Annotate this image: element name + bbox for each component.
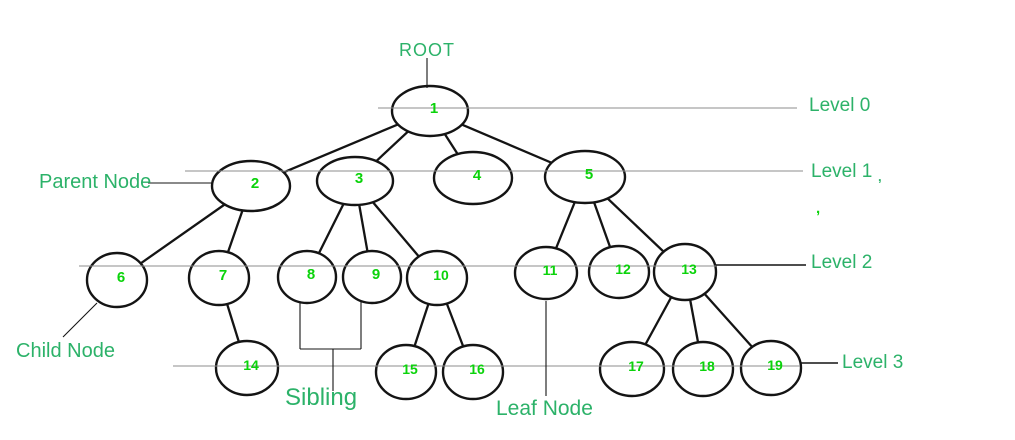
- tree-node-17-number: 17: [628, 358, 644, 374]
- tree-node-13: [652, 242, 718, 302]
- child-node-label: Child Node: [16, 340, 115, 362]
- tree-node-2-number: 2: [251, 175, 259, 192]
- tree-node-2: [210, 159, 292, 213]
- tree-node-4: [432, 150, 514, 206]
- tree-node-19-number: 19: [767, 357, 783, 373]
- sibling-label: Sibling: [285, 384, 358, 411]
- level-3-label: Level 3: [842, 352, 904, 373]
- stray-mark: ,: [816, 200, 821, 217]
- tree-node-16: [441, 343, 505, 401]
- leaf-node-label: Leaf Node: [496, 397, 593, 420]
- tree-node-12: [587, 244, 651, 300]
- tree-node-8: [276, 249, 338, 305]
- tree-node-16-number: 16: [469, 361, 485, 377]
- tree-node-3-number: 3: [355, 170, 363, 187]
- tree-node-1-number: 1: [430, 100, 438, 117]
- tree-node-17: [598, 340, 666, 398]
- tree-node-3: [315, 155, 395, 207]
- tree-node-11-number: 11: [543, 262, 558, 278]
- tree-node-11: [513, 245, 579, 301]
- child-pointer-line: [62, 302, 98, 338]
- tree-node-4-number: 4: [473, 167, 482, 184]
- tree-node-1: [390, 84, 470, 138]
- tree-node-8-number: 8: [307, 266, 315, 283]
- root-label: ROOT: [399, 40, 455, 60]
- tree-node-14: [214, 339, 280, 397]
- tree-node-15: [374, 343, 438, 401]
- tree-node-13-number: 13: [681, 261, 697, 277]
- level-1-label: Level 1: [811, 161, 873, 182]
- tree-node-18-number: 18: [699, 358, 715, 374]
- tree-node-9: [341, 249, 403, 305]
- stray-mark: ,: [878, 169, 882, 184]
- tree-node-10-number: 10: [433, 267, 449, 283]
- tree-node-9-number: 9: [372, 266, 380, 283]
- tree-node-5: [543, 149, 627, 205]
- level-2-label: Level 2: [811, 252, 873, 273]
- tree-node-14-number: 14: [243, 357, 259, 373]
- tree-node-12-number: 12: [615, 261, 631, 277]
- tree-node-19: [739, 339, 803, 397]
- parent-node-label: Parent Node: [39, 171, 152, 193]
- tree-node-6-number: 6: [117, 269, 125, 286]
- tree-node-18: [671, 340, 735, 398]
- tree-node-7-number: 7: [219, 267, 227, 284]
- tree-node-15-number: 15: [402, 361, 418, 377]
- tree-node-7: [187, 249, 251, 307]
- tree-node-5-number: 5: [585, 166, 593, 183]
- level-0-label: Level 0: [809, 95, 871, 116]
- tree-node-10: [405, 249, 469, 307]
